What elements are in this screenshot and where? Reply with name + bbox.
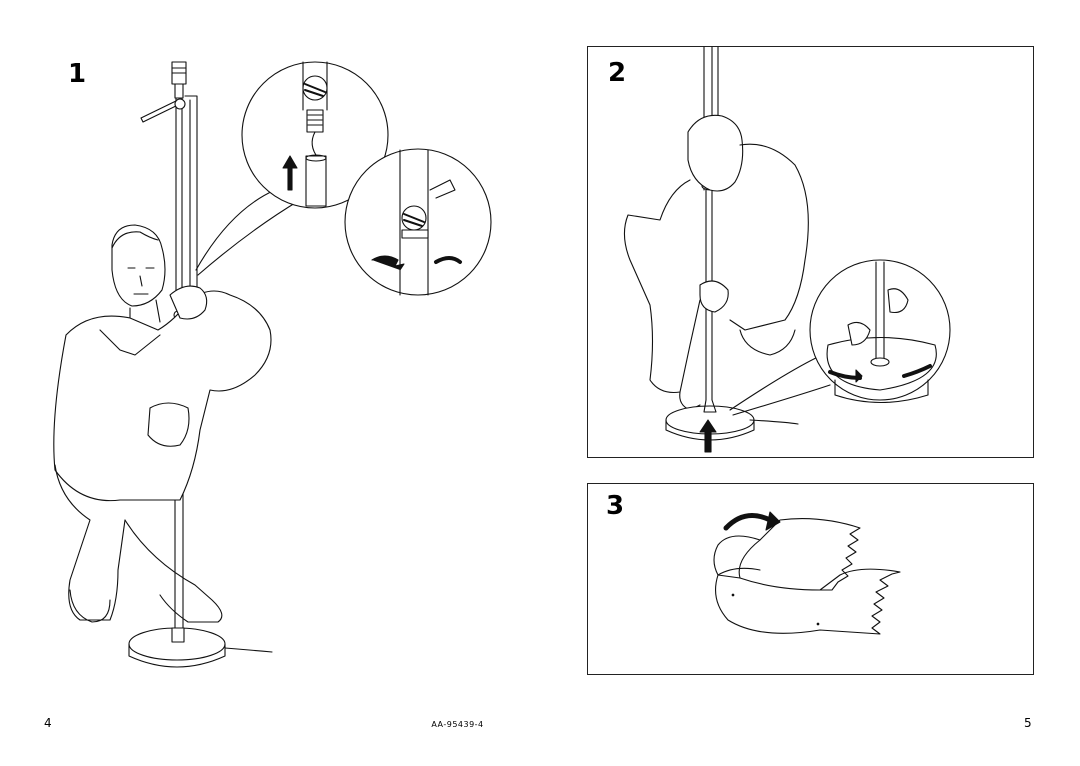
lamp-base — [129, 628, 272, 667]
adhesive-pad-peel — [714, 512, 900, 634]
document-code: AA-95439-4 — [431, 720, 484, 729]
step-2-panel — [587, 46, 1034, 458]
detail-callout-cord — [196, 62, 388, 275]
left-page-number: 4 — [44, 716, 52, 730]
right-page-number: 5 — [1024, 716, 1032, 730]
step-2-number: 2 — [608, 58, 627, 88]
detail-callout-twist — [345, 149, 491, 295]
kneeling-person — [54, 225, 271, 622]
detail-callout-base — [730, 260, 950, 415]
crouching-person-step2 — [624, 115, 808, 410]
step-3-panel — [587, 483, 1034, 675]
step-1-number: 1 — [68, 59, 87, 89]
step-3-number: 3 — [606, 491, 625, 521]
lamp-base-step2 — [666, 400, 798, 452]
